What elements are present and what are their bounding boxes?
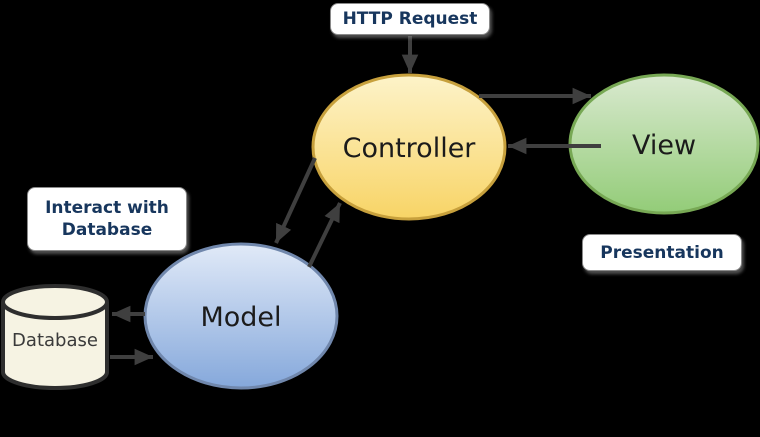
- interact-note-line2: Database: [61, 220, 153, 240]
- interact-note-line1: Interact with: [45, 197, 169, 218]
- model-label: Model: [200, 302, 281, 333]
- presentation-note-text: Presentation: [600, 242, 724, 263]
- controller-label: Controller: [343, 133, 477, 164]
- view-label: View: [632, 130, 696, 161]
- arrow-controller-to-model: [274, 157, 317, 244]
- http-request-note-text: HTTP Request: [342, 9, 478, 29]
- database-label: Database: [12, 330, 98, 351]
- controller-node: [311, 73, 507, 221]
- http-request-note: HTTP Request: [330, 3, 490, 35]
- presentation-note: Presentation: [582, 234, 742, 271]
- arrow-model-to-controller: [307, 202, 342, 268]
- interact-with-database-note: Interact with Database: [27, 187, 187, 251]
- database-cylinder-top: [1, 284, 109, 320]
- database-cylinder-body: [1, 302, 109, 390]
